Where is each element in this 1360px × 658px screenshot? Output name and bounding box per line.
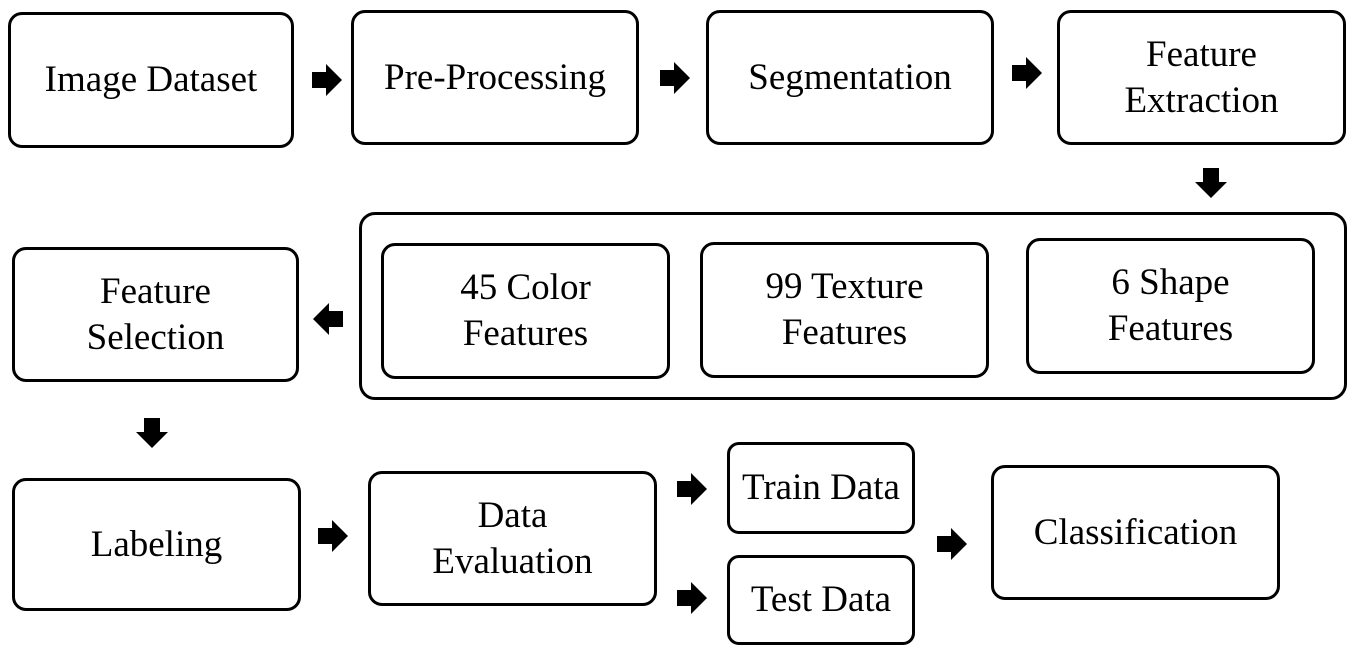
data-evaluation-box: Data Evaluation: [368, 471, 657, 606]
shape-features-box: 6 Shape Features: [1026, 238, 1315, 374]
train-data-box: Train Data: [727, 442, 915, 534]
arrow-right-icon: [677, 582, 707, 614]
image-dataset-box: Image Dataset: [8, 12, 294, 148]
segmentation-box: Segmentation: [706, 10, 994, 145]
data-evaluation-label: Data Evaluation: [432, 494, 593, 582]
pre-processing-box: Pre-Processing: [351, 10, 639, 145]
arrow-right-icon: [660, 62, 690, 94]
color-features-box: 45 Color Features: [381, 243, 670, 379]
arrow-right-icon: [318, 520, 348, 552]
feature-selection-label: Feature Selection: [86, 270, 225, 358]
image-dataset-label: Image Dataset: [44, 59, 258, 100]
color-features-label: 45 Color Features: [460, 267, 591, 354]
arrow-right-icon: [312, 64, 342, 96]
feature-selection-box: Feature Selection: [12, 247, 299, 382]
test-data-label: Test Data: [750, 579, 892, 620]
arrow-right-icon: [677, 473, 707, 505]
segmentation-label: Segmentation: [748, 56, 952, 98]
pre-processing-label: Pre-Processing: [384, 56, 606, 98]
test-data-box: Test Data: [727, 555, 915, 645]
shape-features-label: 6 Shape Features: [1107, 262, 1234, 349]
texture-features-box: 99 Texture Features: [700, 242, 989, 378]
labeling-box: Labeling: [12, 478, 301, 611]
feature-extraction-box: Feature Extraction: [1057, 10, 1346, 145]
features-group: [359, 212, 1347, 400]
arrow-right-icon: [1012, 57, 1042, 89]
texture-features-label: 99 Texture Features: [765, 266, 924, 353]
classification-label: Classification: [1033, 511, 1238, 553]
arrow-down-icon: [1195, 168, 1227, 198]
arrow-left-icon: [313, 303, 343, 335]
classification-box: Classification: [991, 465, 1280, 600]
labeling-label: Labeling: [90, 523, 223, 565]
arrow-down-icon: [136, 418, 168, 448]
train-data-label: Train Data: [742, 467, 900, 508]
arrow-right-icon: [937, 528, 967, 560]
feature-extraction-label: Feature Extraction: [1124, 33, 1279, 121]
